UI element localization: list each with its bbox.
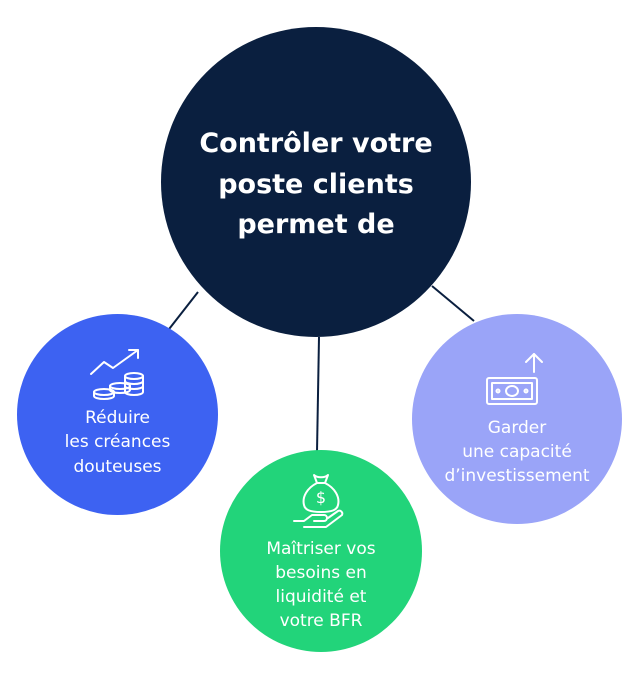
connector-left bbox=[165, 291, 199, 334]
node-control-liquidity: $ Maîtriser vos besoins en liquidité et … bbox=[220, 450, 422, 652]
connector-right bbox=[431, 285, 475, 322]
node-reduce-doubtful-receivables: Réduire les créances douteuses bbox=[17, 314, 218, 515]
money-bag-hand-icon: $ bbox=[293, 473, 344, 528]
banknote-arrow-up-icon bbox=[486, 352, 543, 405]
node-keep-investment-capacity: Garder une capacité d’investissement bbox=[412, 314, 622, 524]
central-title: Contrôler votre poste clients permet de bbox=[199, 128, 433, 241]
node-label: Réduire les créances douteuses bbox=[64, 408, 171, 477]
central-node: Contrôler votre poste clients permet de bbox=[161, 27, 471, 337]
growth-coins-icon bbox=[89, 349, 144, 401]
connector-bottom bbox=[316, 336, 320, 453]
node-label: Maîtriser vos besoins en liquidité et vo… bbox=[266, 538, 376, 632]
node-label: Garder une capacité d’investissement bbox=[444, 417, 590, 487]
svg-text:$: $ bbox=[316, 488, 326, 507]
